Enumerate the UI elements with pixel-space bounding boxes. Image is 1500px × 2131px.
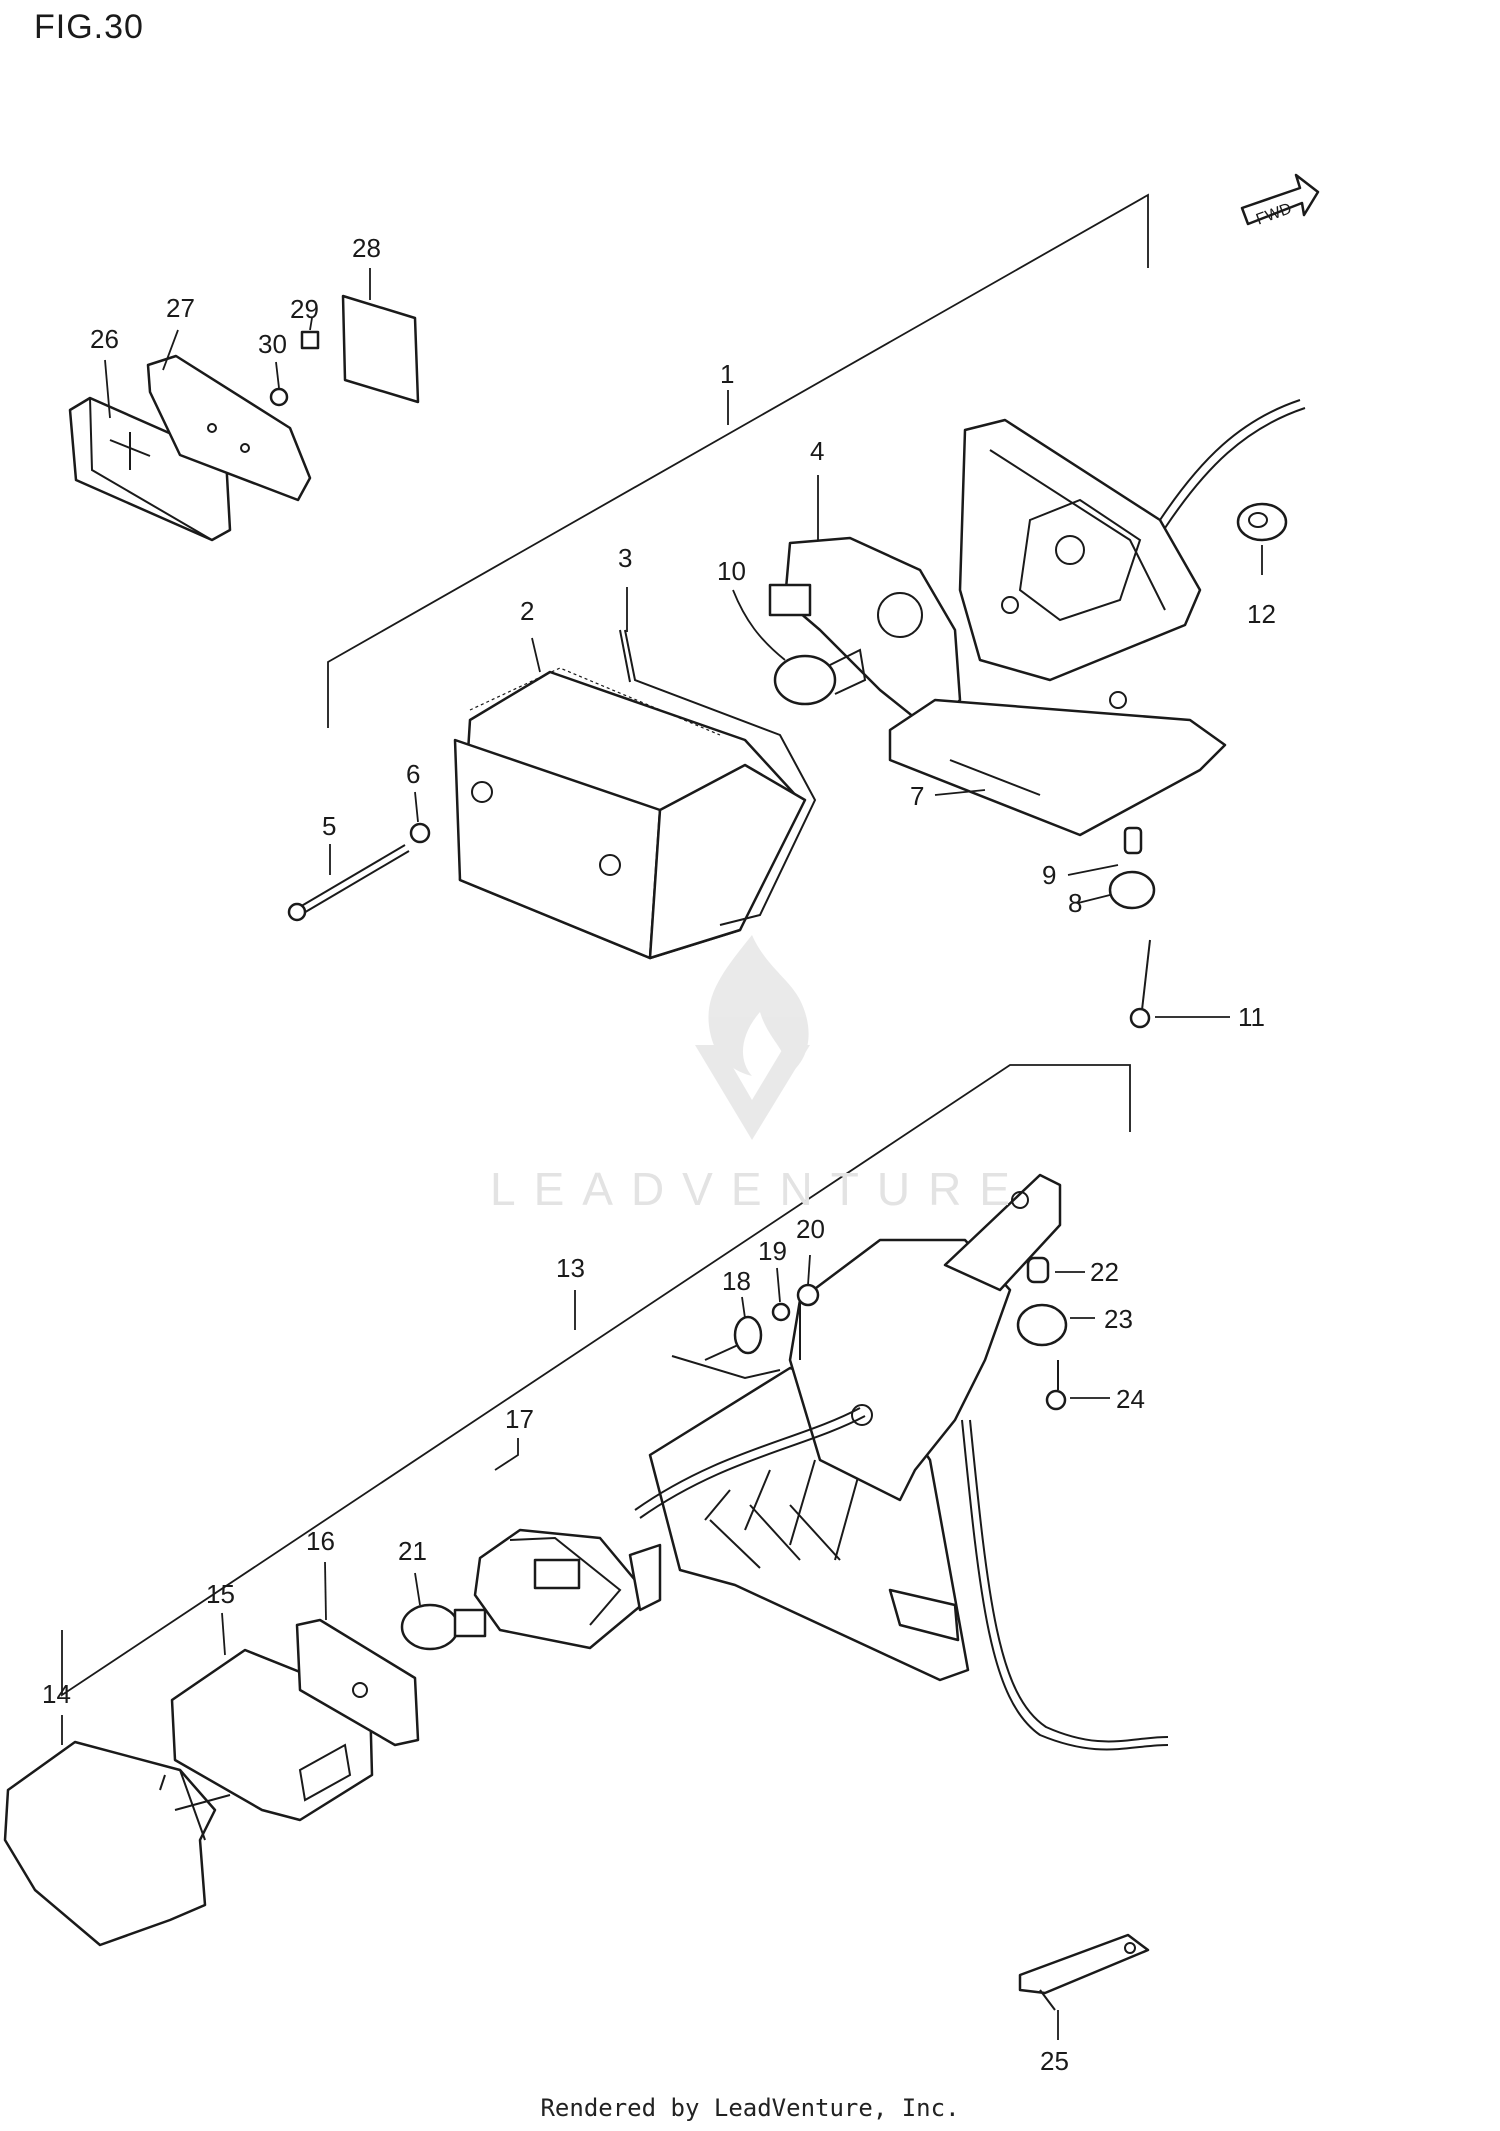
part-25-clamp <box>1018 1933 1150 2011</box>
callout-5: 5 <box>322 811 336 841</box>
part-22-collar <box>1026 1256 1050 1284</box>
part-23-grommet <box>1016 1303 1068 1347</box>
part-11-screw <box>1129 939 1151 1029</box>
callout-1: 1 <box>720 359 734 389</box>
callout-26: 26 <box>90 324 119 354</box>
assembly-bracket-1 <box>327 193 1149 728</box>
part-19-washer <box>771 1302 791 1322</box>
callout-18: 18 <box>722 1266 751 1296</box>
callout-24: 24 <box>1116 1384 1145 1414</box>
part-26-lens <box>68 396 232 542</box>
watermark-text: LEADVENTURE <box>490 1163 1028 1215</box>
callout-6: 6 <box>406 759 420 789</box>
part-14-lens <box>3 1740 231 1947</box>
callout-3: 3 <box>618 543 632 573</box>
callout-labels: 1 2 3 4 5 6 7 8 9 10 11 12 13 14 15 16 1… <box>42 233 1276 2076</box>
callout-7: 7 <box>910 781 924 811</box>
callout-30: 30 <box>258 329 287 359</box>
callout-10: 10 <box>717 556 746 586</box>
figure-label: FIG.30 <box>34 8 144 46</box>
callout-12: 12 <box>1247 599 1276 629</box>
callout-14: 14 <box>42 1679 71 1709</box>
callout-8: 8 <box>1068 888 1082 918</box>
forward-arrow-icon: FWD <box>1240 173 1320 229</box>
callout-27: 27 <box>166 293 195 323</box>
callout-21: 21 <box>398 1536 427 1566</box>
part-20-nut <box>796 1283 820 1307</box>
wire-harness <box>634 1407 1169 1751</box>
callout-25: 25 <box>1040 2046 1069 2076</box>
callout-20: 20 <box>796 1214 825 1244</box>
part-17-socket-housing <box>473 1528 662 1650</box>
leader-lines <box>61 268 1263 2040</box>
watermark-logo <box>695 935 810 1140</box>
part-5-screw <box>287 844 410 922</box>
callout-11: 11 <box>1238 1002 1265 1032</box>
callout-13: 13 <box>556 1253 585 1283</box>
callout-19: 19 <box>758 1236 787 1266</box>
part-12-grommet <box>1236 502 1288 542</box>
mounting-bracket <box>788 1173 1062 1502</box>
callout-16: 16 <box>306 1526 335 1556</box>
callout-28: 28 <box>352 233 381 263</box>
callout-2: 2 <box>520 596 534 626</box>
part-10-bulb <box>773 648 867 706</box>
part-29-nut <box>300 330 320 350</box>
part-27-gasket <box>146 354 312 502</box>
part-2-taillight-lens <box>453 667 807 960</box>
part-30-washer <box>269 387 289 407</box>
footer-credit: Rendered by LeadVenture, Inc. <box>540 2094 960 2122</box>
part-18-bolt <box>671 1315 781 1380</box>
part-28-reflector <box>341 294 420 404</box>
callout-29: 29 <box>290 294 319 324</box>
part-9-collar <box>1123 826 1143 855</box>
callout-15: 15 <box>206 1579 235 1609</box>
part-21-bulb <box>400 1603 487 1651</box>
part-3-gasket-seal <box>619 629 817 926</box>
taillight-base-housing <box>958 399 1306 682</box>
part-6-washer <box>409 822 431 844</box>
callout-4: 4 <box>810 436 824 466</box>
part-8-grommet <box>1108 870 1156 910</box>
callout-9: 9 <box>1042 860 1056 890</box>
assembly-bracket-13 <box>61 1064 1131 1697</box>
part-7-base-plate <box>888 691 1227 837</box>
part-24-screw <box>1045 1360 1067 1411</box>
callout-22: 22 <box>1090 1257 1119 1287</box>
callout-23: 23 <box>1104 1304 1133 1334</box>
callout-17: 17 <box>505 1404 534 1434</box>
part-16-gasket <box>295 1618 420 1747</box>
